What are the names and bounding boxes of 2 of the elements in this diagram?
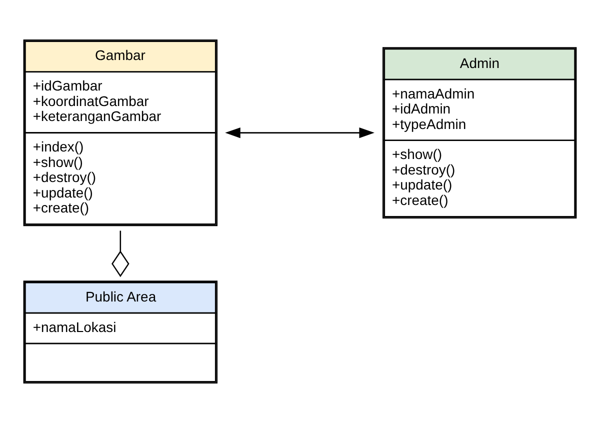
- arrow: [225, 127, 374, 138]
- connector: [112, 230, 130, 278]
